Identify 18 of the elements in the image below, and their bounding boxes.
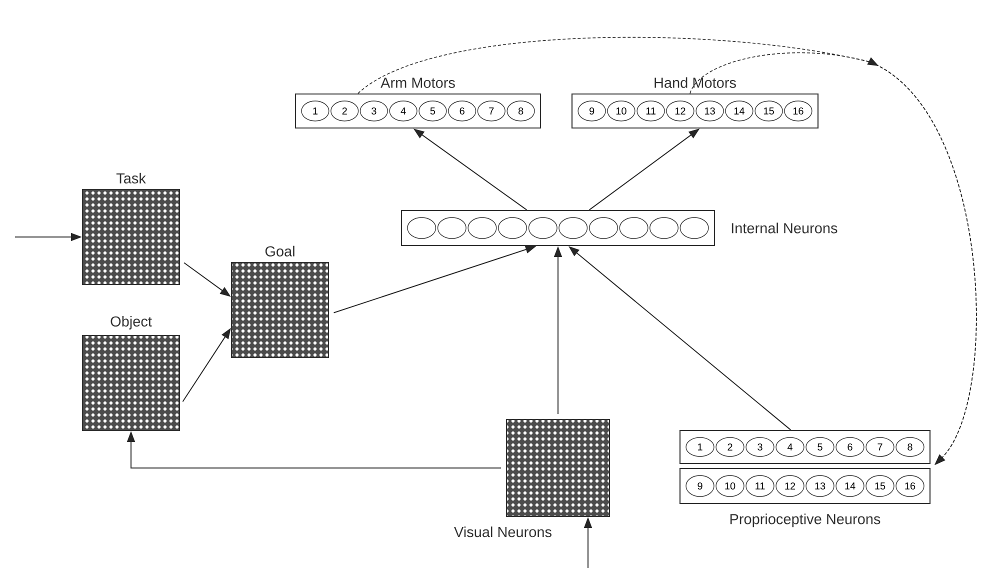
neuron-circle — [437, 217, 466, 239]
neuron-circle — [650, 217, 678, 239]
patterned-box: Task — [82, 172, 180, 285]
node-label: Internal Neurons — [732, 222, 838, 234]
neuron-circle — [407, 217, 436, 239]
neuron-circle — [498, 217, 527, 239]
neuron-circle — [528, 217, 558, 239]
neuron-circle — [589, 217, 618, 239]
node-label: Proprioceptive Neurons — [730, 514, 880, 528]
neuron-circle — [619, 217, 648, 239]
patterned-box: Visual Neurons — [454, 419, 610, 538]
node-label: Arm Motors — [380, 78, 455, 88]
neuron-circle — [680, 217, 709, 239]
patterned-box: Goal — [231, 246, 329, 358]
neuron-circle — [558, 217, 588, 239]
patterned-box: Object — [82, 316, 180, 431]
node-label: Hand Motors — [654, 77, 736, 88]
neuron-circle — [468, 217, 497, 239]
